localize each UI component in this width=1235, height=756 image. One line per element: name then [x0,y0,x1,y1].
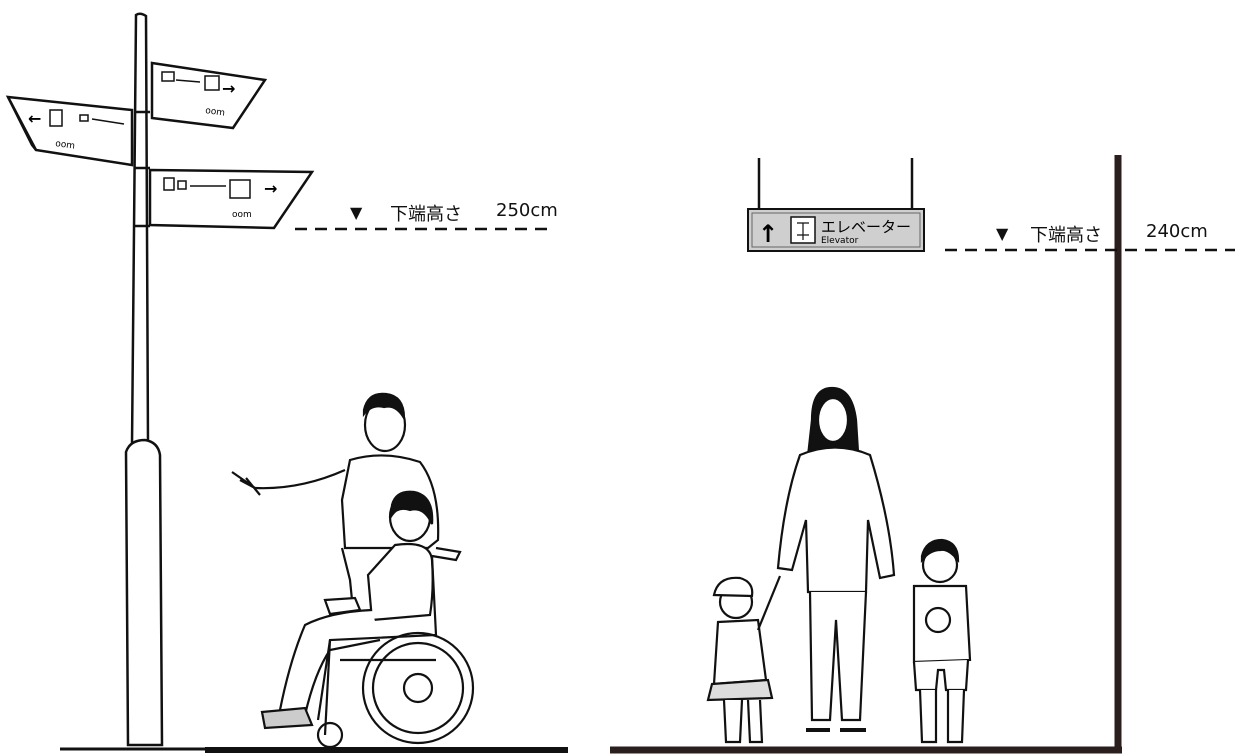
left-height-value: 250cm [496,200,558,221]
sign-bottom-arrow: → [264,179,277,198]
girl-figure [708,576,780,742]
right-height-marker: ▼ [996,224,1008,243]
sign-top [152,63,265,128]
sign-top-arrow: → [222,79,235,98]
sign-bottom [150,170,312,228]
right-height-value: 240cm [1146,221,1208,242]
sign-bottom-distance: oom [232,210,252,220]
woman-figure [778,388,894,730]
elevator-sign-title: エレベーター [821,218,911,236]
elevator-sign-arrow: ↑ [758,220,778,248]
sign-left-arrow: ← [28,109,41,128]
left-height-label: 下端高さ [390,200,462,226]
sign-left [8,97,132,165]
left-height-marker: ▼ [350,203,362,222]
right-height-label: 下端高さ [1030,221,1102,247]
boy-figure [914,540,970,742]
elevator-sign-subtitle: Elevator [821,236,859,246]
